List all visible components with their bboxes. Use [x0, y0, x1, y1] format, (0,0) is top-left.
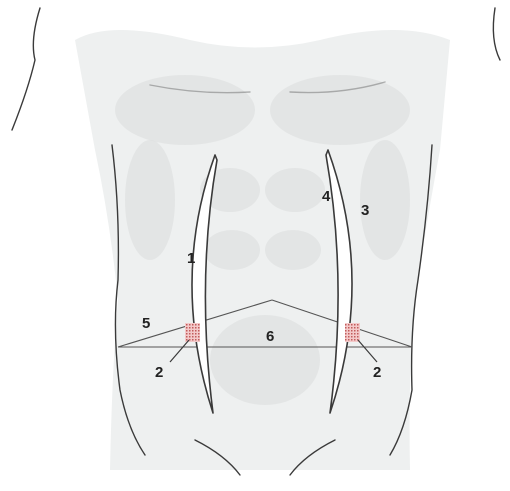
label-incision-right-inner: 4	[322, 188, 331, 205]
right-shoulder-outline	[493, 8, 500, 60]
label-marker-right: 2	[373, 364, 381, 381]
label-line-left: 5	[142, 315, 150, 332]
label-marker-left: 2	[155, 364, 163, 381]
right-marker-square	[345, 323, 360, 342]
left-marker-square	[185, 323, 200, 342]
left-arm-outline	[12, 8, 40, 130]
label-incision-left: 1	[187, 250, 195, 267]
label-incision-right-outer: 3	[361, 202, 369, 219]
label-center: 6	[266, 328, 274, 345]
